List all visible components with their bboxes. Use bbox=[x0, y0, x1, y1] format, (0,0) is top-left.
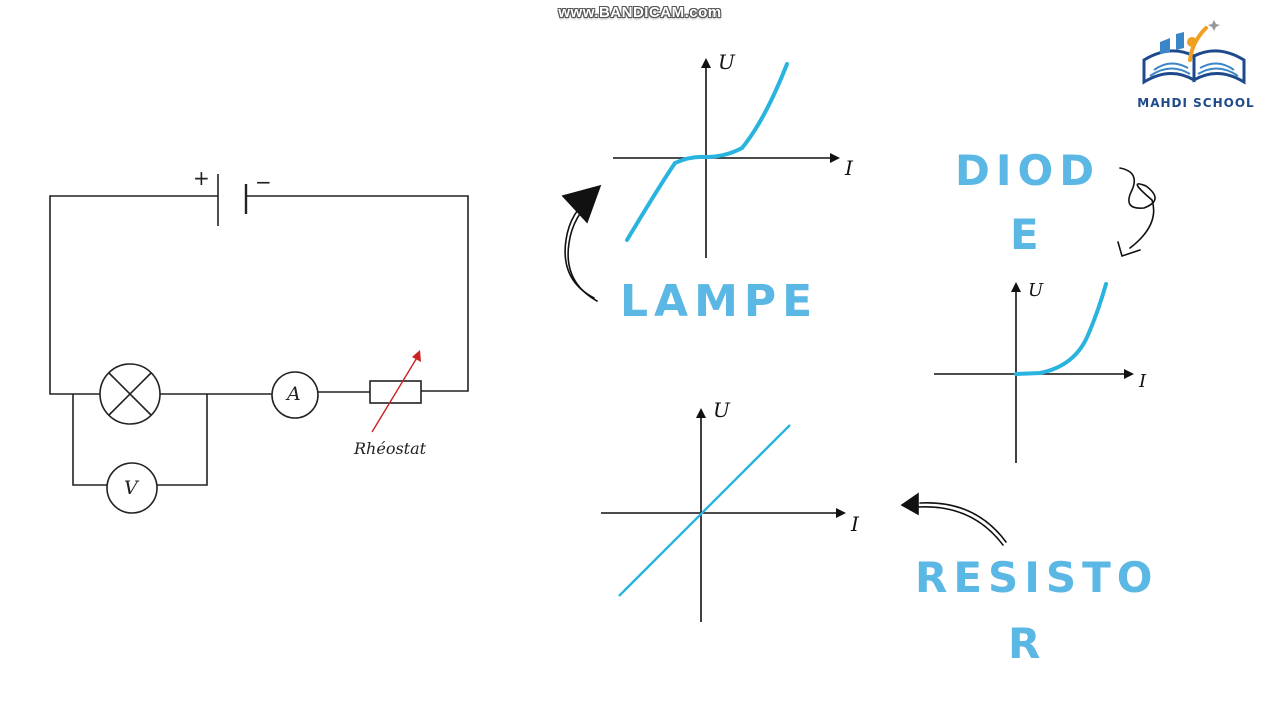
lamp-icon bbox=[99, 363, 161, 425]
resistor-y-label: U bbox=[713, 398, 730, 422]
circuit-wire-left bbox=[49, 195, 218, 395]
rheostat-label: Rhéostat bbox=[354, 439, 427, 458]
resistor-line bbox=[618, 424, 791, 597]
lampe-curve bbox=[625, 62, 789, 242]
bandicam-watermark: www.BANDICAM.com bbox=[558, 4, 722, 21]
battery-plus-sign: + bbox=[193, 166, 210, 190]
lampe-y-label: U bbox=[718, 50, 735, 74]
arrow-to-diode-icon bbox=[1117, 167, 1156, 258]
school-logo: MAHDI SCHOOL bbox=[1130, 14, 1260, 114]
lampe-graph bbox=[613, 58, 840, 258]
resistor-x-label: I bbox=[851, 512, 859, 536]
resistor-label-line2: R bbox=[1008, 619, 1047, 668]
diode-x-label: I bbox=[1139, 371, 1147, 392]
resistor-graph bbox=[601, 408, 846, 622]
diode-label-line1: DIOD bbox=[955, 146, 1101, 195]
rheostat-arrow bbox=[371, 355, 419, 433]
voltmeter-label: V bbox=[124, 477, 138, 499]
circuit-wire-right bbox=[246, 195, 469, 392]
diode-y-label: U bbox=[1028, 280, 1044, 301]
lampe-label: LAMPE bbox=[620, 276, 819, 327]
arrow-to-resistor-icon bbox=[900, 492, 1007, 546]
ammeter-label: A bbox=[287, 383, 301, 405]
open-book-icon bbox=[1142, 20, 1246, 85]
lampe-x-label: I bbox=[845, 156, 853, 180]
diode-graph bbox=[934, 282, 1134, 463]
resistor-label-line1: RESISTO bbox=[915, 553, 1159, 602]
arrow-to-lampe-icon bbox=[561, 184, 602, 302]
logo-name: MAHDI SCHOOL bbox=[1137, 96, 1255, 110]
rheostat-icon bbox=[369, 380, 422, 404]
battery-minus-sign: − bbox=[255, 170, 272, 194]
diode-label-line2: E bbox=[1010, 210, 1045, 259]
